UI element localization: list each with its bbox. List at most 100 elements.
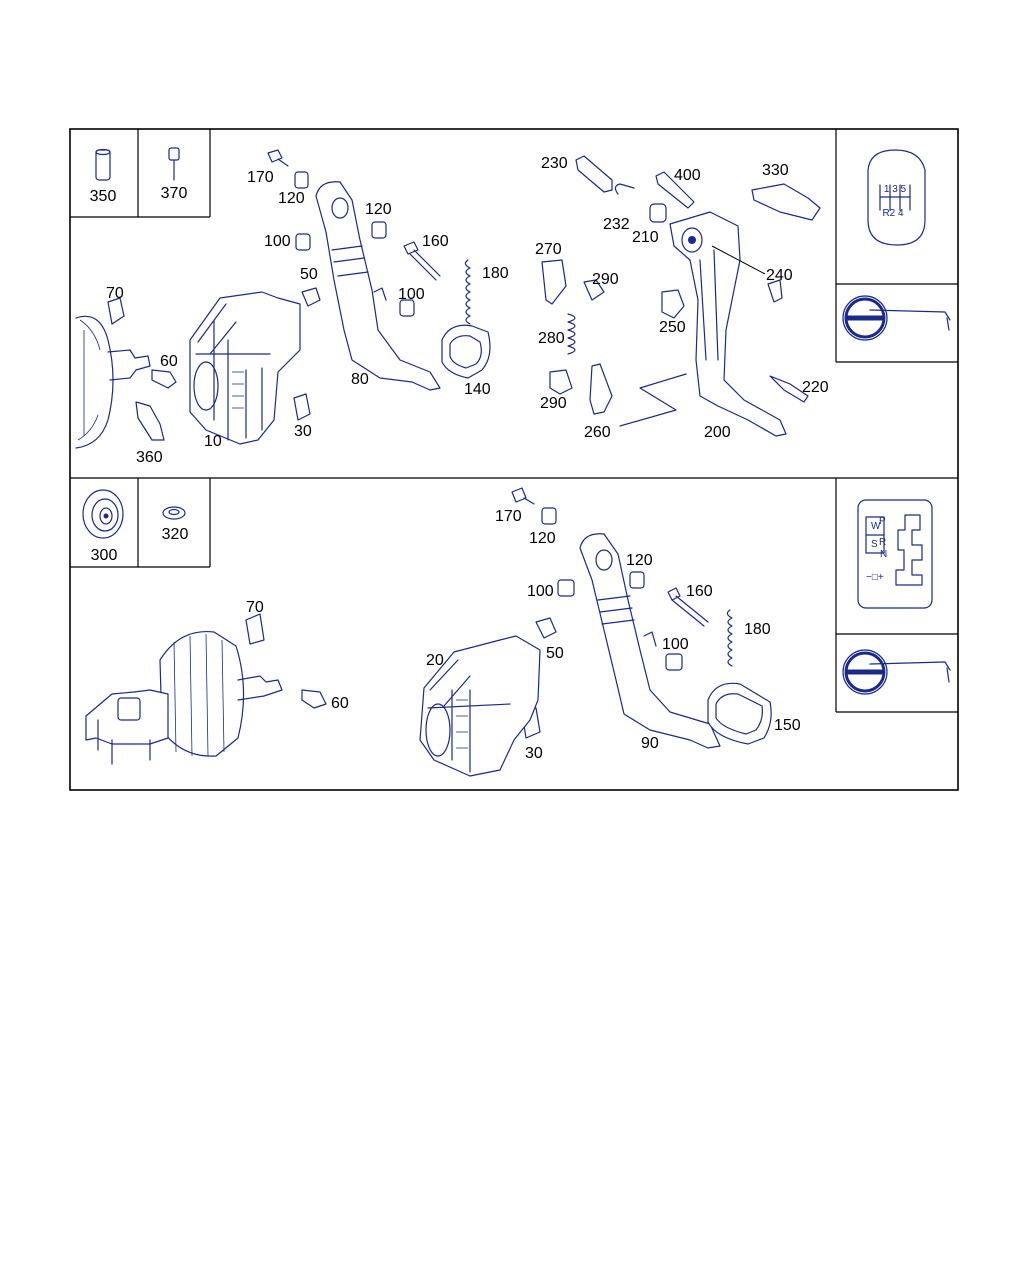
callout-120: 120 [626, 552, 653, 569]
callouts-top: 170 120 120 100 160 180 50 100 70 60 80 … [106, 155, 829, 466]
pedal-bracket-20 [419, 635, 541, 777]
callout-220: 220 [802, 379, 829, 396]
bushing-100b-icon [399, 299, 415, 317]
bushing-120b-icon [371, 221, 387, 239]
callout-230: 230 [541, 155, 568, 172]
brake-booster [85, 630, 283, 765]
inset-370: 370 [161, 147, 188, 202]
bushing-100-bottom-icon [557, 579, 575, 597]
pad-220-icon [769, 375, 809, 403]
callout-260: 260 [584, 424, 611, 441]
automatic-selector-icon: W S P R N −□+ [857, 499, 933, 609]
pedal-pad-140 [441, 324, 491, 379]
callout-30: 30 [525, 745, 543, 762]
clip-232-icon [614, 183, 635, 195]
callout-250: 250 [659, 319, 686, 336]
callout-200: 200 [704, 424, 731, 441]
callout-120: 120 [278, 190, 305, 207]
inset-320: 320 [162, 506, 189, 543]
callout-280: 280 [538, 330, 565, 347]
bolt-290b-icon [549, 369, 573, 395]
selector-mode-s: S [871, 539, 878, 550]
callout-360: 360 [136, 449, 163, 466]
callout-400: 400 [674, 167, 701, 184]
callout-30: 30 [294, 423, 312, 440]
brake-pedal-90 [579, 533, 721, 749]
callout-180: 180 [482, 265, 509, 282]
selector-pos-p: P [879, 516, 886, 527]
clip-70-icon [107, 297, 125, 325]
inset-label-300: 300 [91, 547, 118, 564]
bracket-330-icon [751, 183, 821, 221]
bushing-100b-bottom-icon [665, 653, 683, 671]
spring-180-bottom-icon [726, 609, 733, 667]
callout-140: 140 [464, 381, 491, 398]
callout-100: 100 [398, 286, 425, 303]
callout-150: 150 [774, 717, 801, 734]
pedal-pad-150 [707, 682, 772, 745]
nut-50-icon [301, 287, 321, 307]
callout-60: 60 [160, 353, 178, 370]
bushing-120b-bottom-icon [629, 571, 645, 589]
clip-70-bottom-icon [245, 613, 265, 645]
washer-icon [162, 506, 186, 520]
selector-pos-r: R [879, 537, 886, 548]
callout-100: 100 [264, 233, 291, 250]
callout-270: 270 [535, 241, 562, 258]
callout-160: 160 [422, 233, 449, 250]
selector-pos-n: N [880, 549, 887, 560]
callout-70: 70 [246, 599, 264, 616]
stud-60-icon [151, 369, 177, 389]
steering-wheel-icon-lower [842, 649, 951, 695]
inset-label-370: 370 [161, 185, 188, 202]
callout-232: 232 [603, 216, 630, 233]
nut-50-bottom-icon [535, 617, 557, 639]
callout-210: 210 [632, 229, 659, 246]
leaders-top [711, 245, 766, 275]
gear-pattern-row1: 1 3 5 [884, 184, 907, 195]
switch-270-icon [541, 259, 567, 305]
inset-label-320: 320 [162, 526, 189, 543]
selector-mode-w: W [871, 521, 881, 532]
manual-gearshift-icon: 1 3 5 R2 4 [867, 149, 926, 246]
bushing-120-bottom-icon [541, 507, 557, 525]
bolt-170-bottom-icon [511, 487, 527, 503]
rivet-icon [168, 147, 180, 161]
callout-50: 50 [546, 645, 564, 662]
switch-260-icon [589, 363, 613, 415]
bushing-210-icon [649, 203, 667, 223]
callout-290: 290 [540, 395, 567, 412]
brake-pedal-200 [619, 211, 787, 437]
callout-10: 10 [204, 433, 222, 450]
clip-30-icon [293, 393, 311, 421]
top-small-parts [107, 149, 471, 441]
callout-120: 120 [365, 201, 392, 218]
callout-70: 70 [106, 285, 124, 302]
stop-250-icon [661, 289, 685, 319]
callout-90: 90 [641, 735, 659, 752]
callout-160: 160 [686, 583, 713, 600]
callout-290: 290 [592, 271, 619, 288]
inset-350: 350 [90, 148, 117, 205]
top-right-small-parts [541, 155, 821, 415]
spring-280-icon [567, 313, 576, 355]
sensor-360-icon [135, 401, 165, 441]
gear-pattern-row2: R2 4 [882, 208, 904, 219]
diagram-frame [69, 128, 959, 791]
callout-50: 50 [300, 266, 318, 283]
callout-180: 180 [744, 621, 771, 638]
steering-wheel-icon [842, 295, 951, 341]
callout-170: 170 [247, 169, 274, 186]
pin-400-icon [655, 171, 695, 209]
callout-120: 120 [529, 530, 556, 547]
stud-60-bottom-icon [301, 689, 327, 709]
inset-300: 300 [82, 489, 124, 564]
callout-80: 80 [351, 371, 369, 388]
callout-60: 60 [331, 695, 349, 712]
bushing-120-icon [294, 171, 309, 189]
bushing-100-icon [295, 233, 311, 251]
inset-label-350: 350 [90, 188, 117, 205]
callout-330: 330 [762, 162, 789, 179]
callout-100: 100 [527, 583, 554, 600]
